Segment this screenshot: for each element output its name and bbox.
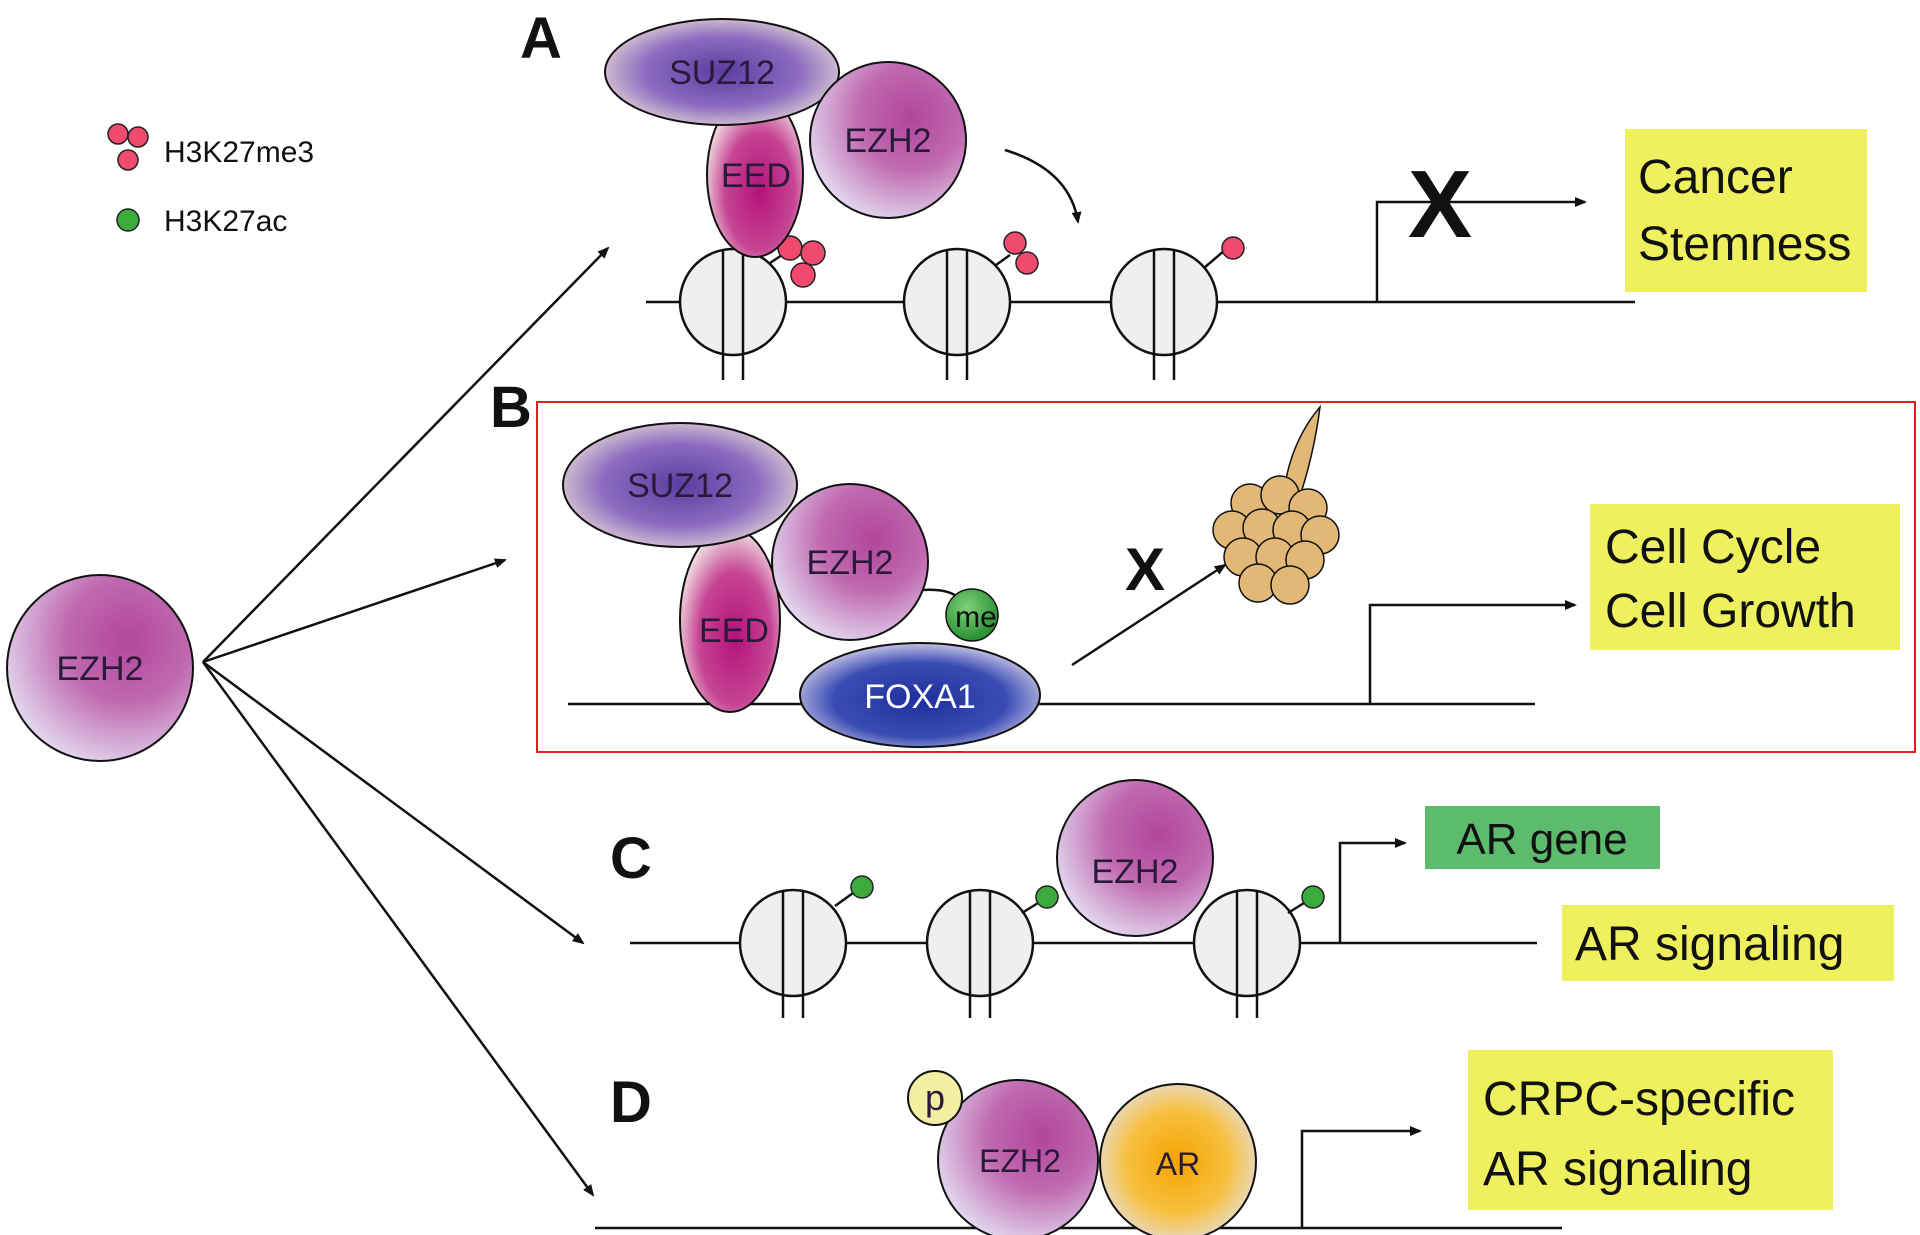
highlight-box: [536, 401, 1916, 753]
suz12-protein: SUZ12: [562, 422, 798, 548]
ezh2-label: EZH2: [845, 122, 932, 160]
suz12-protein: SUZ12: [604, 18, 840, 126]
outcome-line-1: Cell Cycle: [1605, 521, 1821, 574]
h3k27ac-legend-label: H3K27ac: [164, 205, 287, 238]
nucleosome: [1109, 247, 1219, 380]
transcription-arrow: [1338, 838, 1407, 943]
panel-a: A: [520, 6, 1867, 380]
nucleosome: [925, 888, 1035, 1018]
foxa1-label: FOXA1: [864, 678, 975, 716]
outcome-line-1: AR signaling: [1575, 918, 1844, 971]
ezh2-label: EZH2: [1092, 853, 1179, 891]
outcome-box: Cell Cycle Cell Growth: [1590, 504, 1900, 650]
ezh2-protein: EZH2: [771, 483, 929, 641]
suz12-label: SUZ12: [669, 54, 775, 92]
outcome-line-2: Stemness: [1638, 218, 1851, 271]
h3k27me3-mark: [1203, 236, 1245, 269]
arrow-to-c: [202, 660, 585, 945]
panel-b-letter: B: [490, 375, 532, 440]
panel-b: B EED SUZ12 FOXA1 EZH2 me X: [490, 375, 1916, 753]
eed-protein: EED: [679, 527, 781, 713]
outcome-line-1: CRPC-specific: [1483, 1073, 1795, 1126]
ezh2-protein: EZH2: [1056, 779, 1214, 937]
transcription-arrow: [1368, 600, 1577, 704]
methylation-arrow: [1004, 148, 1082, 224]
h3k27me3-legend-label: H3K27me3: [164, 136, 314, 169]
ar-protein: AR: [1099, 1083, 1257, 1235]
h3k27ac-mark: [1287, 885, 1325, 915]
nucleosome: [1192, 888, 1302, 1018]
ar-gene-box: AR gene: [1425, 806, 1660, 869]
eed-protein: EED: [706, 92, 804, 258]
arrow-to-b: [202, 558, 507, 664]
h3k27ac-legend-icon: [116, 208, 140, 232]
phospho-mark: p: [907, 1070, 963, 1126]
nucleosome: [738, 888, 848, 1018]
panel-a-letter: A: [520, 6, 562, 71]
block-mark: X: [1408, 151, 1472, 258]
h3k27ac-mark: [1021, 885, 1059, 915]
arrow-to-d: [201, 661, 595, 1197]
h3k27me3-mark: [769, 235, 826, 288]
ezh2-label: EZH2: [979, 1143, 1061, 1179]
ar-gene-label: AR gene: [1456, 815, 1627, 864]
outcome-box: AR signaling: [1562, 905, 1894, 981]
nucleosome: [678, 247, 788, 380]
suz12-label: SUZ12: [627, 467, 733, 505]
panel-c: C EZH2: [610, 779, 1894, 1018]
outcome-line-1: Cancer: [1638, 151, 1793, 204]
outcome-line-2: Cell Growth: [1605, 585, 1856, 638]
h3k27ac-mark: [834, 875, 874, 908]
me-label: me: [955, 601, 997, 634]
panel-d-letter: D: [610, 1070, 652, 1135]
ar-label: AR: [1156, 1146, 1200, 1182]
to-cells-arrow: [1071, 563, 1227, 667]
foxa1-protein: FOXA1: [799, 642, 1041, 748]
panel-d: D AR EZH2 p CRPC-specific AR signaling: [595, 1050, 1833, 1235]
ezh2-protein: EZH2: [937, 1079, 1099, 1235]
ezh2-label: EZH2: [807, 544, 894, 582]
central-ezh2: EZH2: [6, 574, 194, 762]
arrow-to-a: [202, 246, 610, 663]
eed-label: EED: [699, 612, 769, 650]
central-ezh2-label: EZH2: [57, 650, 144, 688]
outcome-line-2: AR signaling: [1483, 1143, 1752, 1196]
h3k27me3-legend-icon: [107, 123, 149, 171]
nucleosome: [902, 247, 1012, 380]
h3k27me3-mark: [995, 231, 1039, 275]
cell-cluster-icon: [1212, 404, 1340, 605]
legend: H3K27me3 H3K27ac: [107, 123, 314, 238]
branch-arrows: [201, 246, 610, 1197]
ezh2-protein: EZH2: [809, 61, 967, 219]
outcome-box: Cancer Stemness: [1625, 129, 1867, 292]
me-mark: me: [945, 588, 999, 642]
transcription-arrow: [1375, 197, 1587, 302]
eed-label: EED: [721, 157, 791, 195]
outcome-box: CRPC-specific AR signaling: [1468, 1050, 1833, 1210]
panel-c-letter: C: [610, 826, 652, 891]
transcription-arrow: [1300, 1126, 1422, 1228]
phospho-label: p: [925, 1077, 945, 1118]
block-mark: X: [1125, 536, 1165, 603]
